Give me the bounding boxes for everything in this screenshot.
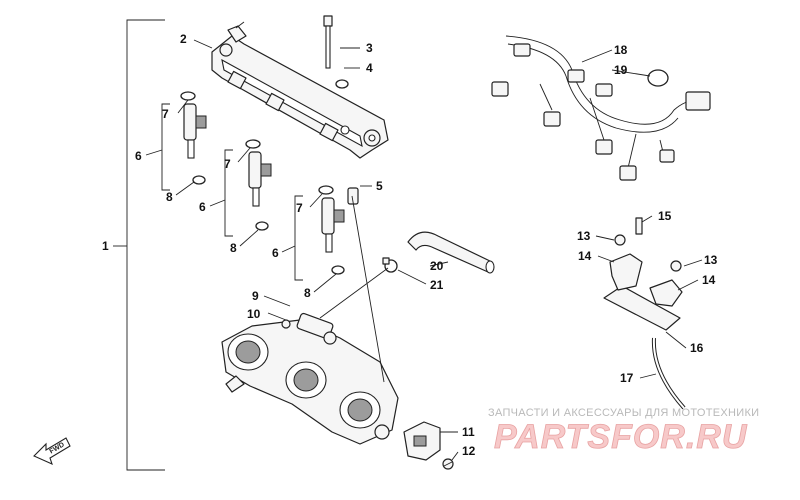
vacuum-hose[interactable] <box>407 231 495 274</box>
injector-3[interactable] <box>318 185 345 275</box>
callout-15: 15 <box>658 209 672 223</box>
callout-4: 4 <box>366 61 373 75</box>
sensor-screw[interactable] <box>442 458 454 470</box>
callout-20: 20 <box>430 259 444 273</box>
throttle-position-sensor[interactable] <box>403 421 441 461</box>
assembly-bracket <box>113 19 165 471</box>
callout-9: 9 <box>252 289 259 303</box>
callout-18: 18 <box>614 43 628 57</box>
hose-clamp[interactable] <box>382 257 398 273</box>
callout-leaders <box>175 39 703 461</box>
bolt-washer[interactable] <box>335 79 349 89</box>
callout-7a: 7 <box>162 107 169 121</box>
callout-17: 17 <box>620 371 634 385</box>
callout-7c: 7 <box>296 201 303 215</box>
callout-8c: 8 <box>304 286 311 300</box>
callout-21: 21 <box>430 278 444 292</box>
bracket-hose[interactable] <box>651 337 686 410</box>
callout-6b: 6 <box>199 200 206 214</box>
wiring-harness[interactable] <box>491 35 711 181</box>
callout-1: 1 <box>102 239 109 253</box>
callout-8b: 8 <box>230 241 237 255</box>
callout-7b: 7 <box>224 157 231 171</box>
throttle-body[interactable] <box>221 312 399 445</box>
callout-3: 3 <box>366 41 373 55</box>
harness-clip-ring[interactable] <box>647 69 669 87</box>
callout-2: 2 <box>180 32 187 46</box>
callout-8a: 8 <box>166 190 173 204</box>
watermark-logo: PARTSFOR.RU <box>494 418 748 456</box>
callout-5: 5 <box>376 179 383 193</box>
rail-bolt[interactable] <box>323 15 333 69</box>
callout-12: 12 <box>462 444 476 458</box>
callout-14b: 14 <box>702 273 716 287</box>
injector-2[interactable] <box>245 139 272 231</box>
fuel-rail[interactable] <box>211 21 389 159</box>
callout-16: 16 <box>690 341 704 355</box>
callout-19: 19 <box>614 63 628 77</box>
injector-brackets <box>145 103 303 281</box>
watermark-tagline: ЗАПЧАСТИ И АКСЕССУАРЫ ДЛЯ МОТОТЕХНИКИ <box>488 407 759 419</box>
sensor-bracket-assembly[interactable] <box>603 217 683 331</box>
callout-10: 10 <box>247 307 261 321</box>
callout-14a: 14 <box>578 249 592 263</box>
callout-13a: 13 <box>577 229 591 243</box>
callout-13b: 13 <box>704 253 718 267</box>
callout-11: 11 <box>462 425 475 439</box>
injector-1[interactable] <box>180 91 207 185</box>
callout-6c: 6 <box>272 246 279 260</box>
forward-arrow: FWD <box>33 437 71 466</box>
callout-6a: 6 <box>135 149 142 163</box>
